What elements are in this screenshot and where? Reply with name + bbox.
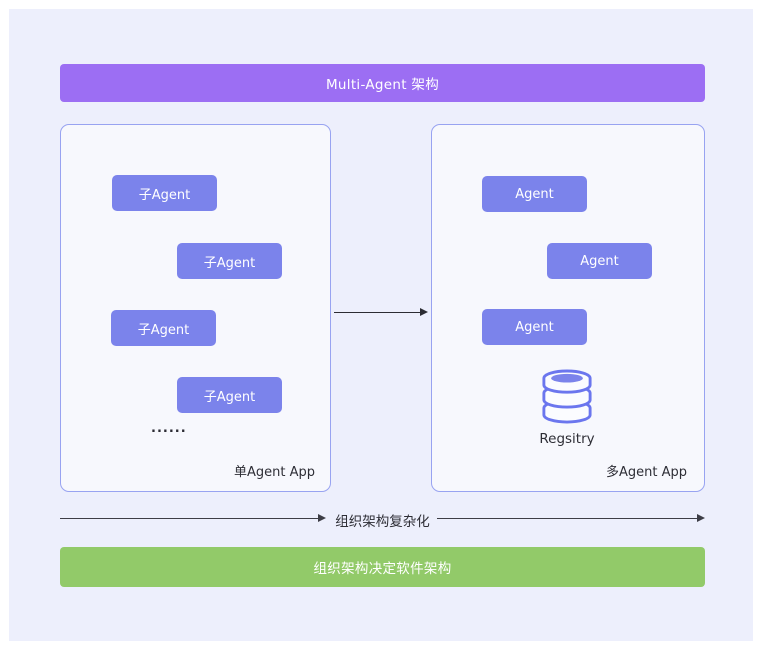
sub-agent-box-3: 子Agent (111, 310, 216, 346)
agent-label: Agent (515, 186, 554, 202)
sub-agent-label: 子Agent (138, 187, 191, 203)
axis-line-left (60, 514, 326, 523)
agent-box-2: Agent (547, 243, 652, 279)
sub-agent-label: 子Agent (203, 389, 256, 405)
diagram-canvas: Multi-Agent 架构 子Agent 子Agent 子Agent 子Age… (9, 9, 753, 641)
panel-footer-single-agent: 单Agent App (233, 465, 315, 480)
agent-box-1: Agent (482, 176, 587, 212)
title-banner-label: Multi-Agent 架构 (325, 77, 440, 93)
more-agents-ellipsis: ...... (151, 421, 187, 436)
axis-label: 组织架构复杂化 (335, 514, 430, 530)
registry-label: Regsitry (539, 431, 595, 447)
arrow-right-icon (697, 514, 705, 522)
arrow-shaft (334, 311, 422, 314)
sub-agent-box-1: 子Agent (112, 175, 217, 211)
panels-connector-arrow (334, 308, 428, 317)
conclusion-banner: 组织架构决定软件架构 (60, 547, 705, 587)
agent-box-3: Agent (482, 309, 587, 345)
arrow-shaft (60, 517, 318, 519)
registry-group: Regsitry (526, 368, 608, 447)
panel-footer-multi-agent: 多Agent App (605, 465, 687, 480)
arrow-right-icon (420, 308, 428, 316)
conclusion-banner-label: 组织架构决定软件架构 (313, 561, 452, 577)
sub-agent-box-2: 子Agent (177, 243, 282, 279)
database-icon (542, 369, 592, 424)
sub-agent-label: 子Agent (137, 322, 190, 338)
panel-multi-agent-app: Agent Agent Agent Regsitry 多A (431, 124, 705, 492)
arrow-right-icon (318, 514, 326, 522)
agent-label: Agent (515, 319, 554, 335)
panel-single-agent-app: 子Agent 子Agent 子Agent 子Agent ...... 单Agen… (60, 124, 331, 492)
sub-agent-box-4: 子Agent (177, 377, 282, 413)
arrow-shaft (437, 517, 697, 519)
axis-line-right (437, 514, 705, 523)
agent-label: Agent (580, 253, 619, 269)
title-banner-multi-agent: Multi-Agent 架构 (60, 64, 705, 102)
sub-agent-label: 子Agent (203, 255, 256, 271)
